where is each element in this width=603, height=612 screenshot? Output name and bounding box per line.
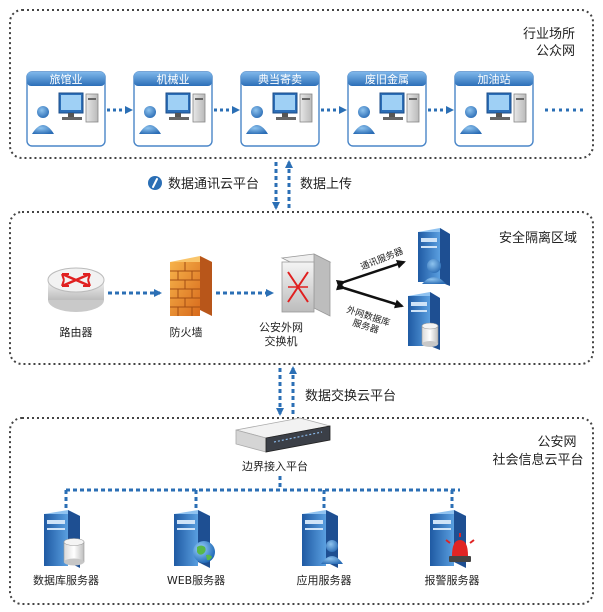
workstation-icon: [460, 92, 527, 134]
workstation-icon: [32, 92, 99, 134]
industry-site-card: 废旧金属: [347, 71, 427, 147]
industry-site-card: 加油站: [454, 71, 534, 147]
data-exchange-cloud-label: 数据交换云平台: [305, 388, 396, 404]
police-zone-title: 公安网: [537, 435, 576, 450]
server-label: 应用服务器: [297, 573, 352, 587]
comm-server-icon: [418, 228, 450, 286]
user-icon: [321, 540, 343, 564]
isolation-zone: [9, 211, 594, 365]
firewall-label: 防火墙: [170, 325, 203, 339]
server-tower-icon: [174, 510, 215, 568]
router-label: 路由器: [60, 325, 93, 339]
server-tower-icon: [302, 510, 343, 568]
switch-label-line1: 公安外网: [259, 320, 303, 334]
industry-zone: [9, 9, 594, 159]
industry-site-label: 废旧金属: [365, 72, 409, 86]
workstation-icon: [246, 92, 313, 134]
alarm-light-icon: [445, 533, 475, 562]
switch-db-server-arrow: [335, 281, 404, 309]
firewall-icon: [170, 256, 212, 316]
external-db-server-icon: [408, 292, 440, 350]
workstation-icon: [353, 92, 420, 134]
edge-platform-label: 边界接入平台: [242, 459, 308, 473]
isolation-zone-title: 安全隔离区域: [499, 230, 577, 246]
switch-comm-server-arrow: [335, 259, 406, 289]
industry-site-label: 加油站: [478, 72, 511, 86]
database-icon: [63, 538, 85, 566]
switch-icon: [280, 253, 332, 317]
server-label: 数据库服务器: [33, 573, 99, 587]
industry-zone-title: 行业场所: [523, 27, 575, 42]
router-icon: [47, 267, 105, 312]
server-tower-icon: [430, 510, 475, 568]
edge-platform-icon: [235, 417, 331, 453]
server-tower-icon: [44, 510, 85, 568]
industry-zone-subtitle: 公众网: [536, 44, 575, 59]
industry-site-label: 机械业: [157, 72, 190, 86]
data-comm-cloud-label: 数据通讯云平台: [168, 177, 259, 192]
server-label: WEB服务器: [167, 574, 225, 587]
info-icon: [148, 176, 162, 190]
switch-label-line2: 交换机: [265, 334, 298, 348]
industry-site-label: 旅馆业: [50, 72, 83, 86]
industry-site-card: 旅馆业: [26, 71, 106, 147]
police-zone-subtitle: 社会信息云平台: [492, 452, 583, 468]
workstation-icon: [139, 92, 206, 134]
globe-icon: [193, 541, 215, 563]
server-label: 报警服务器: [425, 573, 480, 587]
industry-site-card: 机械业: [133, 71, 213, 147]
industry-site-card: 典当寄卖: [240, 71, 320, 147]
industry-site-label: 典当寄卖: [258, 72, 302, 86]
data-upload-label: 数据上传: [300, 177, 352, 192]
